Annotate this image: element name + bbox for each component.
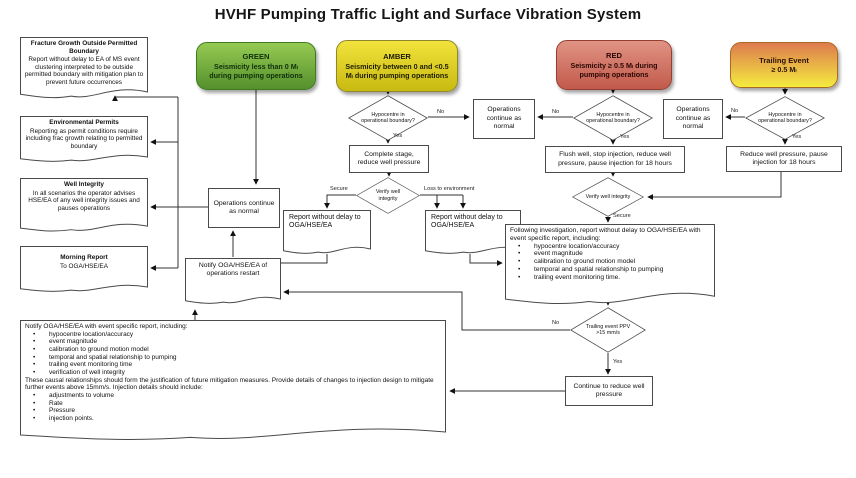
- doc-body: In all scenarios the operator advises HS…: [28, 189, 140, 212]
- box-reduce-well-pressure: Reduce well pressure, pause injection fo…: [726, 146, 842, 172]
- bullet-item: event magnitude: [25, 338, 441, 346]
- decision-red-verify-integrity: Verify well integrity: [572, 177, 644, 217]
- terminator-green-label: GREEN: [242, 52, 270, 62]
- doc-report-delay-secure: Report without delay to OGA/HSE/EA: [283, 210, 371, 256]
- bullet-item: verification of well integrity: [25, 369, 441, 377]
- bullet-item: adjustments to volume: [25, 392, 441, 400]
- report-intro: Notify OGA/HSE/EA with event specific re…: [25, 323, 188, 330]
- doc-title: Well Integrity: [63, 181, 104, 188]
- bullet-item: temporal and spatial relationship to pum…: [25, 354, 441, 362]
- box-operations-normal-amber-red: Operations continue as normal: [473, 99, 535, 139]
- bullet-item: hypocentre location/accuracy: [25, 331, 441, 339]
- terminator-trailing-desc: ≥ 0.5 Mₗ: [771, 65, 797, 75]
- terminator-amber-desc: Seismicity between 0 and <0.5 Mₗ during …: [345, 61, 449, 80]
- edge-label-no: No: [731, 108, 739, 114]
- terminator-trailing-label: Trailing Event: [759, 55, 809, 65]
- doc-title: Fracture Growth Outside Permitted Bounda…: [30, 40, 138, 55]
- decision-text: Hypocentre in operational boundary?: [586, 111, 640, 124]
- doc-body: Report without delay to EA of MS event c…: [24, 56, 144, 86]
- decision-red-hypocentre: Hypocentre in operational boundary?: [573, 95, 653, 141]
- bullet-item: trailing event monitoring time: [25, 361, 441, 369]
- edge-label-secure: Secure: [330, 186, 348, 192]
- decision-trailing-hypocentre: Hypocentre in operational boundary?: [745, 96, 825, 140]
- decision-amber-hypocentre: Hypocentre in operational boundary?: [348, 95, 428, 141]
- decision-text: Hypocentre in operational boundary?: [758, 111, 812, 124]
- terminator-green-desc: Seismicity less than 0 Mₗ during pumping…: [209, 61, 303, 80]
- document-shape: [20, 116, 148, 162]
- edge-label-yes: Yes: [613, 359, 623, 365]
- terminator-amber: AMBER Seismicity between 0 and <0.5 Mₗ d…: [336, 40, 458, 92]
- edge-label-yes: Yes: [620, 134, 630, 140]
- decision-amber-verify-integrity: Verify well integrity: [356, 177, 420, 214]
- diamond-shape: [572, 177, 644, 217]
- document-shape: [283, 210, 371, 254]
- terminator-trailing-event: Trailing Event ≥ 0.5 Mₗ: [730, 42, 838, 88]
- bullet-item: hypocentre location/accuracy: [510, 243, 710, 251]
- bullet-item: temporal and spatial relationship to pum…: [510, 266, 710, 274]
- edge-label-yes: Yes: [393, 133, 403, 139]
- doc-well-integrity: Well Integrity In all scenarios the oper…: [20, 178, 148, 234]
- document-shape: [20, 37, 148, 99]
- document-shape: [185, 258, 281, 304]
- bullet-item: Pressure: [25, 407, 441, 415]
- report-paragraph: These causal relationships should form t…: [25, 376, 434, 392]
- decision-trailing-ppv: Trailing event PPV >15 mm/s: [570, 307, 646, 353]
- terminator-green: GREEN Seismicity less than 0 Mₗ during p…: [196, 42, 316, 90]
- terminator-amber-label: AMBER: [383, 52, 411, 62]
- doc-bottom-notify-report: Notify OGA/HSE/EA with event specific re…: [20, 320, 446, 444]
- doc-title: Morning Report: [60, 254, 108, 261]
- edge-label-no: No: [552, 320, 560, 326]
- bullet-item: calibration to ground motion model: [510, 258, 710, 266]
- box-complete-stage: Complete stage, reduce well pressure: [349, 145, 429, 173]
- box-continue-reduce-pressure: Continue to reduce well pressure: [565, 376, 653, 406]
- terminator-red: RED Seismicity ≥ 0.5 Mₗ during pumping o…: [556, 40, 672, 90]
- doc-body: To OGA/HSE/EA: [60, 262, 108, 270]
- diamond-shape: [570, 307, 646, 353]
- box-operations-normal-green: Operations continue as normal: [208, 188, 280, 228]
- report-intro: Following investigation, report without …: [510, 227, 701, 242]
- decision-text: Trailing event PPV >15 mm/s: [585, 323, 631, 336]
- box-operations-normal-red-trailing: Operations continue as normal: [663, 99, 723, 139]
- document-shape: [20, 178, 148, 232]
- decision-text: Hypocentre in operational boundary?: [361, 111, 415, 124]
- page-title: HVHF Pumping Traffic Light and Surface V…: [214, 6, 642, 23]
- report-bullet-list: hypocentre location/accuracy event magni…: [510, 243, 710, 282]
- bullet-item: trailing event monitoring time.: [510, 274, 710, 282]
- report-bullet-list: adjustments to volume Rate Pressure inje…: [25, 392, 441, 423]
- terminator-red-desc: Seismicity ≥ 0.5 Mₗ during pumping opera…: [570, 60, 658, 79]
- edge-label-no: No: [552, 109, 560, 115]
- doc-morning-report: Morning Report To OGA/HSE/EA: [20, 246, 148, 294]
- doc-following-investigation-report: Following investigation, report without …: [505, 224, 715, 308]
- decision-text: Verify well integrity: [375, 189, 401, 202]
- decision-text: Verify well integrity: [585, 193, 631, 200]
- diamond-shape: [356, 177, 420, 214]
- bullet-item: injection points.: [25, 415, 441, 423]
- doc-environmental-permits: Environmental Permits Reporting as permi…: [20, 116, 148, 164]
- edge-label-no: No: [437, 109, 445, 115]
- doc-fracture-growth: Fracture Growth Outside Permitted Bounda…: [20, 37, 148, 101]
- edge-label-loss: Loss to environment: [424, 186, 475, 192]
- edge-label-yes: Yes: [792, 134, 802, 140]
- bullet-item: calibration to ground motion model: [25, 346, 441, 354]
- edge-label-secure: Secure: [613, 213, 631, 219]
- document-shape: [20, 246, 148, 292]
- doc-body: Reporting as permit conditions require i…: [25, 127, 143, 150]
- doc-title: Environmental Permits: [49, 119, 119, 126]
- terminator-red-label: RED: [605, 51, 623, 61]
- report-bullet-list: hypocentre location/accuracy event magni…: [25, 331, 441, 377]
- doc-notify-restart: Notify OGA/HSE/EA of operations restart: [185, 258, 281, 306]
- bullet-item: event magnitude: [510, 250, 710, 258]
- box-flush-well: Flush well, stop injection, reduce well …: [545, 146, 685, 173]
- bullet-item: Rate: [25, 400, 441, 408]
